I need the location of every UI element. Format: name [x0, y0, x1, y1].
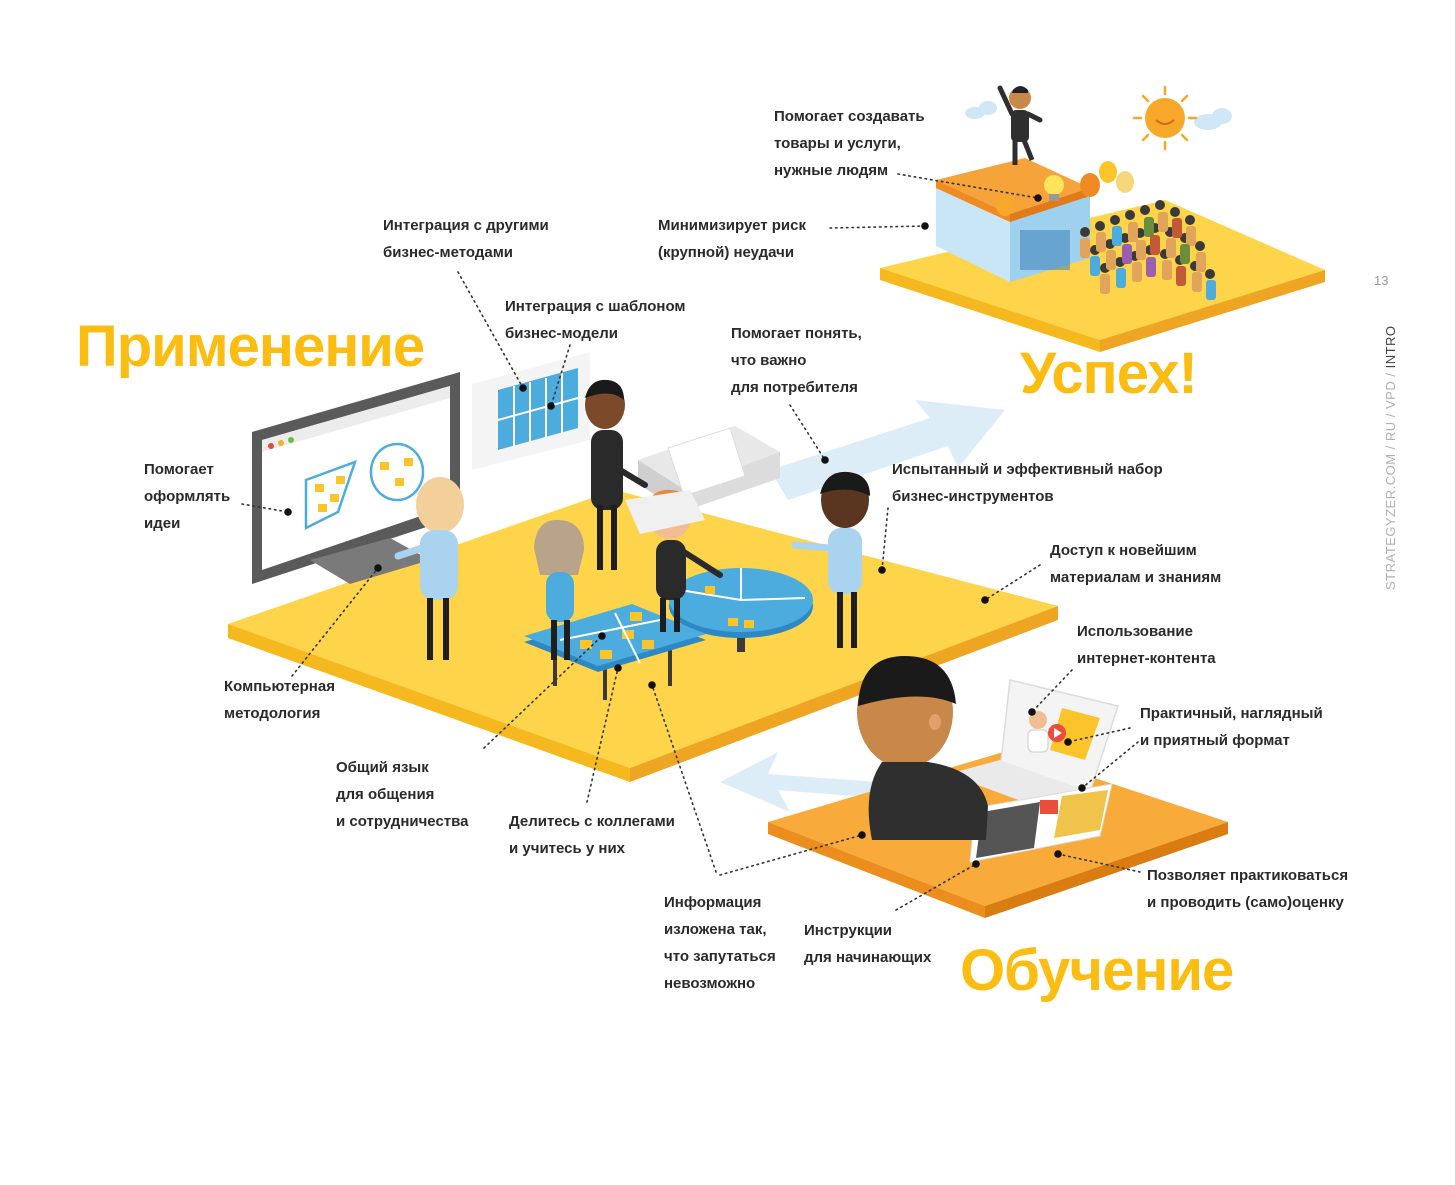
label-clear-information: Информация изложена так, что запутаться …: [664, 889, 776, 997]
round-table: [669, 568, 813, 652]
label-line: и учитесь у них: [509, 840, 626, 857]
label-shared-language: Общий язык для общения и сотрудничества: [336, 754, 469, 835]
label-line: методология: [224, 705, 321, 722]
canvas-poster: [472, 352, 590, 470]
flow-arrow-to-success: [770, 400, 1005, 500]
label-line: Помогает создавать: [774, 108, 925, 125]
running-head-path: STRATEGYZER.COM / RU / VPD /: [1383, 372, 1398, 590]
heading-learning: Обучение: [960, 938, 1234, 1003]
label-line: Помогает понять,: [731, 325, 862, 342]
side-running-head: STRATEGYZER.COM / RU / VPD / INTRO: [1383, 325, 1398, 590]
label-line: Делитесь с коллегами: [509, 813, 675, 830]
label-line: и проводить (само)оценку: [1147, 894, 1344, 911]
person-with-paper: [625, 489, 723, 632]
sun-icon: [1132, 85, 1198, 151]
monitor: [252, 372, 460, 584]
label-line: Минимизирует риск: [658, 217, 806, 234]
label-line: невозможно: [664, 975, 756, 992]
balloons: [996, 161, 1134, 216]
label-line: и сотрудничества: [336, 813, 469, 830]
person-at-monitor: [394, 477, 464, 660]
cloud-icon: [965, 101, 1232, 130]
label-line: (крупной) неудачи: [658, 244, 795, 261]
label-integration-methods: Интеграция с другими бизнес-методами: [383, 212, 549, 266]
label-minimize-risk: Минимизирует риск (крупной) неудачи: [658, 212, 806, 266]
label-online-content: Использование интернет-контента: [1077, 618, 1216, 672]
running-head-section: INTRO: [1383, 325, 1398, 369]
label-line: Испытанный и эффективный набор: [892, 461, 1163, 478]
label-line: Практичный, наглядный: [1140, 705, 1323, 722]
crowd: [1080, 200, 1216, 300]
label-line: Помогает: [144, 461, 214, 478]
label-shape-ideas: Помогает оформлять идеи: [144, 456, 230, 537]
person-learning: [857, 656, 988, 840]
heading-application: Применение: [76, 314, 425, 379]
label-line: Общий язык: [336, 759, 429, 776]
label-line: Доступ к новейшим: [1050, 542, 1197, 559]
label-line: материалам и знаниям: [1050, 569, 1222, 586]
leader-dots: [284, 194, 1086, 868]
label-line: что запутаться: [664, 948, 776, 965]
label-line: идеи: [144, 515, 181, 532]
label-line: Интеграция с другими: [383, 217, 549, 234]
label-line: изложена так,: [664, 921, 767, 938]
label-line: интернет-контента: [1077, 650, 1216, 667]
label-line: оформлять: [144, 488, 231, 505]
lightbulb-icon: [1044, 175, 1064, 201]
leader-lines: [241, 173, 1141, 911]
label-line: что важно: [731, 352, 807, 369]
label-beginner-instructions: Инструкции для начинающих: [804, 917, 931, 971]
label-line: бизнес-методами: [383, 244, 514, 261]
page-number: 13: [1374, 273, 1389, 288]
label-line: и приятный формат: [1140, 732, 1290, 749]
label-line: бизнес-модели: [505, 325, 618, 342]
label-line: Компьютерная: [224, 678, 335, 695]
label-line: Позволяет практиковаться: [1147, 867, 1349, 884]
label-practical-format: Практичный, наглядный и приятный формат: [1140, 700, 1323, 754]
store-building: [936, 158, 1090, 282]
label-latest-materials: Доступ к новейшим материалам и знаниям: [1050, 537, 1221, 591]
person-standing-tall: [585, 379, 648, 570]
person-gesturing: [791, 471, 870, 648]
label-line: для потребителя: [731, 379, 858, 396]
label-self-assessment: Позволяет практиковаться и проводить (са…: [1147, 862, 1348, 916]
label-line: Использование: [1077, 623, 1193, 640]
label-line: Информация: [664, 894, 762, 911]
label-integration-canvas: Интеграция с шаблоном бизнес-модели: [505, 293, 686, 347]
vpd-book: [969, 783, 1113, 863]
celebrating-person: [997, 85, 1043, 165]
heading-success: Успех!: [1020, 341, 1198, 406]
label-line: товары и услуги,: [774, 135, 901, 152]
person-woman: [534, 519, 584, 660]
label-create-products: Помогает создавать товары и услуги, нужн…: [774, 103, 925, 184]
label-computer-methodology: Компьютерная методология: [224, 673, 335, 727]
label-line: для начинающих: [804, 949, 932, 966]
label-line: Интеграция с шаблоном: [505, 298, 686, 315]
label-line: Инструкции: [804, 922, 893, 939]
label-line: нужные людям: [774, 162, 889, 179]
label-line: для общения: [336, 786, 435, 803]
label-share-with-colleagues: Делитесь с коллегами и учитесь у них: [509, 808, 675, 862]
flow-arrow-to-application: [720, 752, 905, 812]
label-tested-toolkit: Испытанный и эффективный набор бизнес-ин…: [892, 456, 1163, 510]
label-understand-customer: Помогает понять, что важно для потребите…: [731, 320, 862, 401]
label-line: бизнес-инструментов: [892, 488, 1054, 505]
